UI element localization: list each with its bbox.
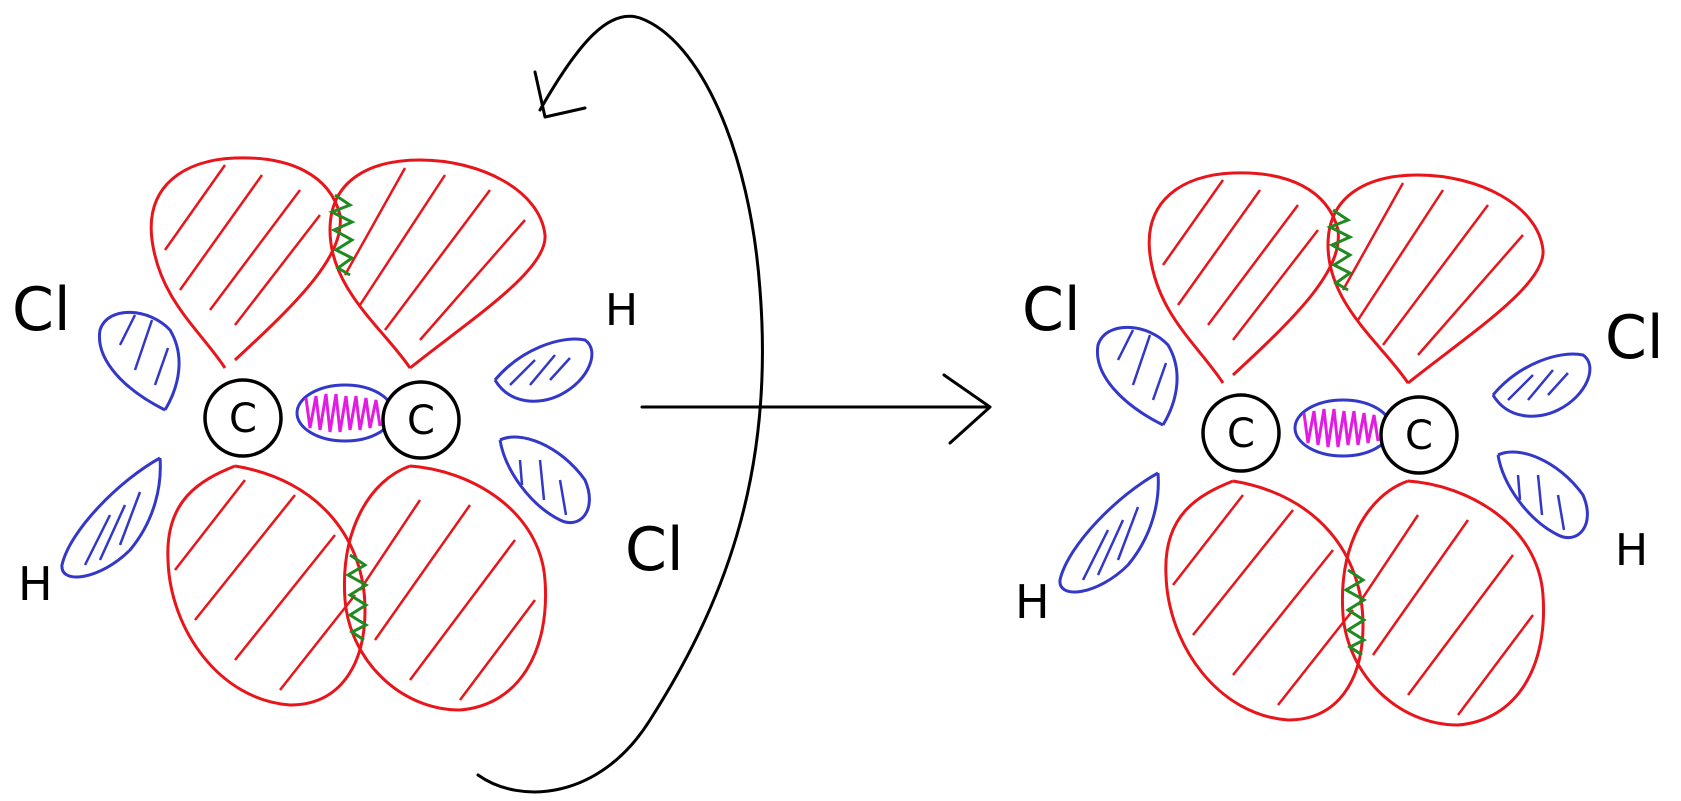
transform-arrowhead-icon [942, 373, 992, 445]
left-carbon-1 [203, 378, 283, 458]
left-upper-left-label: Cl [12, 275, 71, 345]
right-carbon-1 [1201, 393, 1281, 473]
right-lower-right-label: H [1615, 525, 1648, 576]
left-carbon-1-label: C [229, 396, 257, 442]
right-upper-left-label: Cl [1022, 275, 1081, 345]
rotation-arrow [476, 14, 764, 794]
left-lower-right-label: Cl [625, 515, 684, 585]
right-upper-right-label: Cl [1605, 303, 1664, 373]
right-carbon-1-label: C [1227, 411, 1255, 457]
right-lower-left-label: H [1015, 575, 1050, 629]
right-molecule: C C Cl Cl H H [1015, 171, 1664, 727]
left-upper-right-label: H [605, 285, 638, 336]
right-carbon-2 [1379, 395, 1459, 475]
rotation-arrowhead-icon [533, 70, 587, 119]
left-carbon-2 [381, 380, 461, 460]
left-molecule: C C Cl H H Cl [12, 156, 684, 712]
left-carbon-2-label: C [407, 398, 435, 444]
left-lower-left-label: H [18, 557, 53, 611]
right-carbon-2-label: C [1405, 413, 1433, 459]
